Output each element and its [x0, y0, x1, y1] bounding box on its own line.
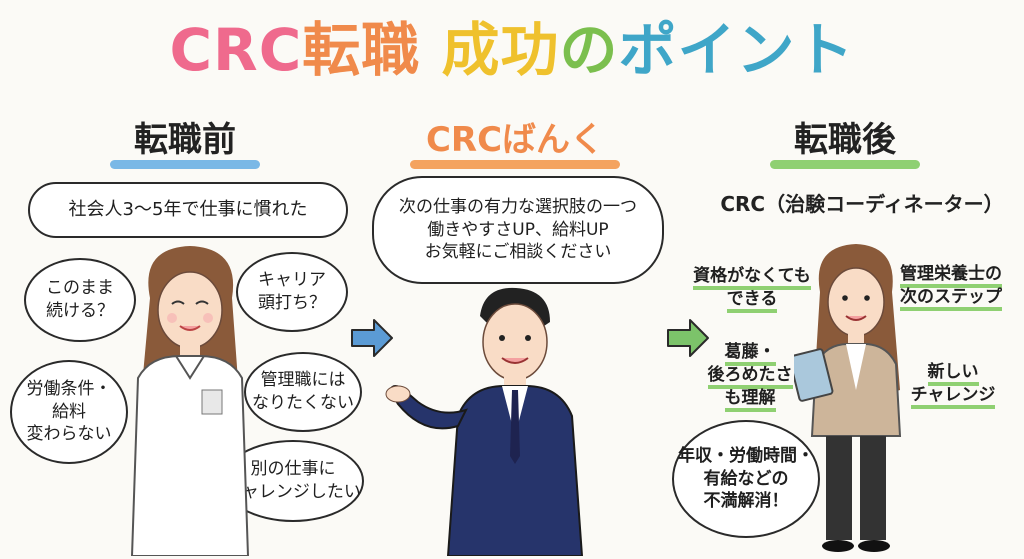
thought-bubble-management: 管理職には なりたくない: [244, 352, 362, 432]
thought-text: このまま 続ける？: [46, 278, 114, 321]
after-point-new-challenge: 新しい チャレンジ: [908, 338, 998, 409]
point-text: 管理栄養士の 次のステップ: [900, 263, 1002, 311]
thought-text: キャリア 頭打ち？: [258, 270, 326, 313]
title-part-crc: CRC: [169, 16, 303, 84]
middle-heading: CRCばんく: [425, 120, 605, 160]
thought-bubble-continue: このまま 続ける？: [24, 258, 136, 342]
before-main-bubble: 社会人3〜5年で仕事に慣れた: [28, 182, 348, 238]
thought-bubble-conditions: 労働条件・ 給料 変わらない: [10, 360, 128, 464]
advisor-speech-bubble: 次の仕事の有力な選択肢の一つ 働きやすさUP、給料UP お気軽にご相談ください: [372, 176, 664, 284]
after-point-no-license: 資格がなくても できる: [688, 242, 816, 313]
point-text: 葛藤・ 後ろめたさ も理解: [707, 341, 793, 412]
thought-text: 管理職には なりたくない: [252, 370, 354, 413]
title-part-seikou: 成功: [441, 16, 560, 84]
title-part-tenshoku: 転職: [302, 16, 421, 84]
thought-bubble-career: キャリア 頭打ち？: [236, 252, 348, 332]
middle-heading-underline: [410, 160, 620, 169]
after-point-understanding: 葛藤・ 後ろめたさ も理解: [700, 318, 800, 412]
after-role-label: CRC（治験コーディネーター）: [720, 192, 1004, 216]
advisor-illustration: [384, 286, 640, 557]
page-title: CRC転職 成功のポイント: [0, 10, 1024, 90]
before-heading: 転職前: [134, 120, 236, 160]
point-text: 資格がなくても できる: [693, 265, 811, 313]
before-main-text: 社会人3〜5年で仕事に慣れた: [68, 198, 308, 220]
nurse-illustration: [120, 238, 260, 557]
point-text: 新しい チャレンジ: [910, 361, 996, 409]
after-bubble-dissatisfaction: 年収・労働時間・ 有給などの 不満解消！: [672, 420, 820, 538]
after-heading: 転職後: [794, 120, 896, 160]
advisor-speech-text: 次の仕事の有力な選択肢の一つ 働きやすさUP、給料UP お気軽にご相談ください: [399, 196, 637, 263]
thought-text: 別の仕事に チャレンジしたい: [225, 459, 361, 502]
arrow-right-icon: [666, 318, 710, 358]
point-text: 年収・労働時間・ 有給などの 不満解消！: [678, 445, 814, 512]
after-point-next-step: 管理栄養士の 次のステップ: [886, 240, 1016, 311]
before-heading-underline: [110, 160, 260, 169]
after-heading-underline: [770, 160, 920, 169]
arrow-right-icon: [350, 318, 394, 358]
thought-text: 労働条件・ 給料 変わらない: [26, 378, 112, 445]
title-part-point: ポイント: [618, 16, 855, 84]
title-part-no: の: [559, 16, 619, 84]
crc-woman-illustration: [788, 240, 918, 556]
